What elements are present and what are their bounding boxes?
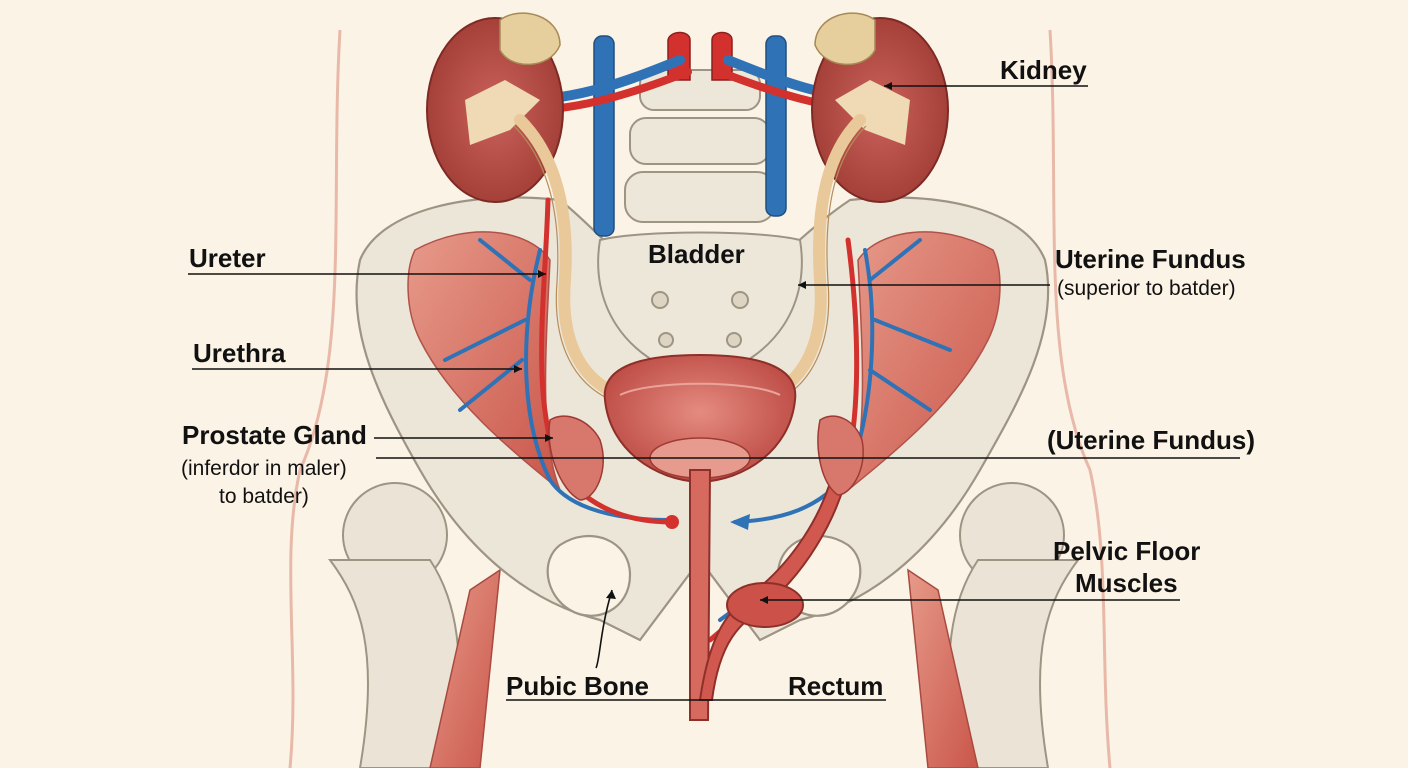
label-pelvic-floor-2: Muscles	[1075, 570, 1178, 596]
label-prostate-note-1: (inferdor in maler)	[181, 458, 347, 479]
label-uterine-fundus-paren: (Uterine Fundus)	[1047, 427, 1255, 453]
kidney-left	[427, 13, 563, 202]
label-urethra: Urethra	[193, 340, 285, 366]
rectum-bulb	[727, 583, 803, 627]
label-prostate-note-2: to batder)	[219, 486, 309, 507]
label-bladder: Bladder	[648, 241, 745, 267]
inferior-vena-cava-left	[594, 36, 614, 236]
label-ureter: Ureter	[189, 245, 266, 271]
torso-outline-left	[290, 30, 340, 768]
label-pelvic-floor-1: Pelvic Floor	[1053, 538, 1200, 564]
inferior-vena-cava-right	[766, 36, 786, 216]
label-prostate-gland: Prostate Gland	[182, 422, 367, 448]
label-uterine-fundus-note: (superior to batder)	[1057, 278, 1236, 299]
artery-end	[665, 515, 679, 529]
label-kidney: Kidney	[1000, 57, 1087, 83]
label-pubic-bone: Pubic Bone	[506, 673, 649, 699]
label-uterine-fundus: Uterine Fundus	[1055, 246, 1246, 272]
torso-outline-right	[1050, 30, 1110, 768]
label-rectum: Rectum	[788, 673, 883, 699]
